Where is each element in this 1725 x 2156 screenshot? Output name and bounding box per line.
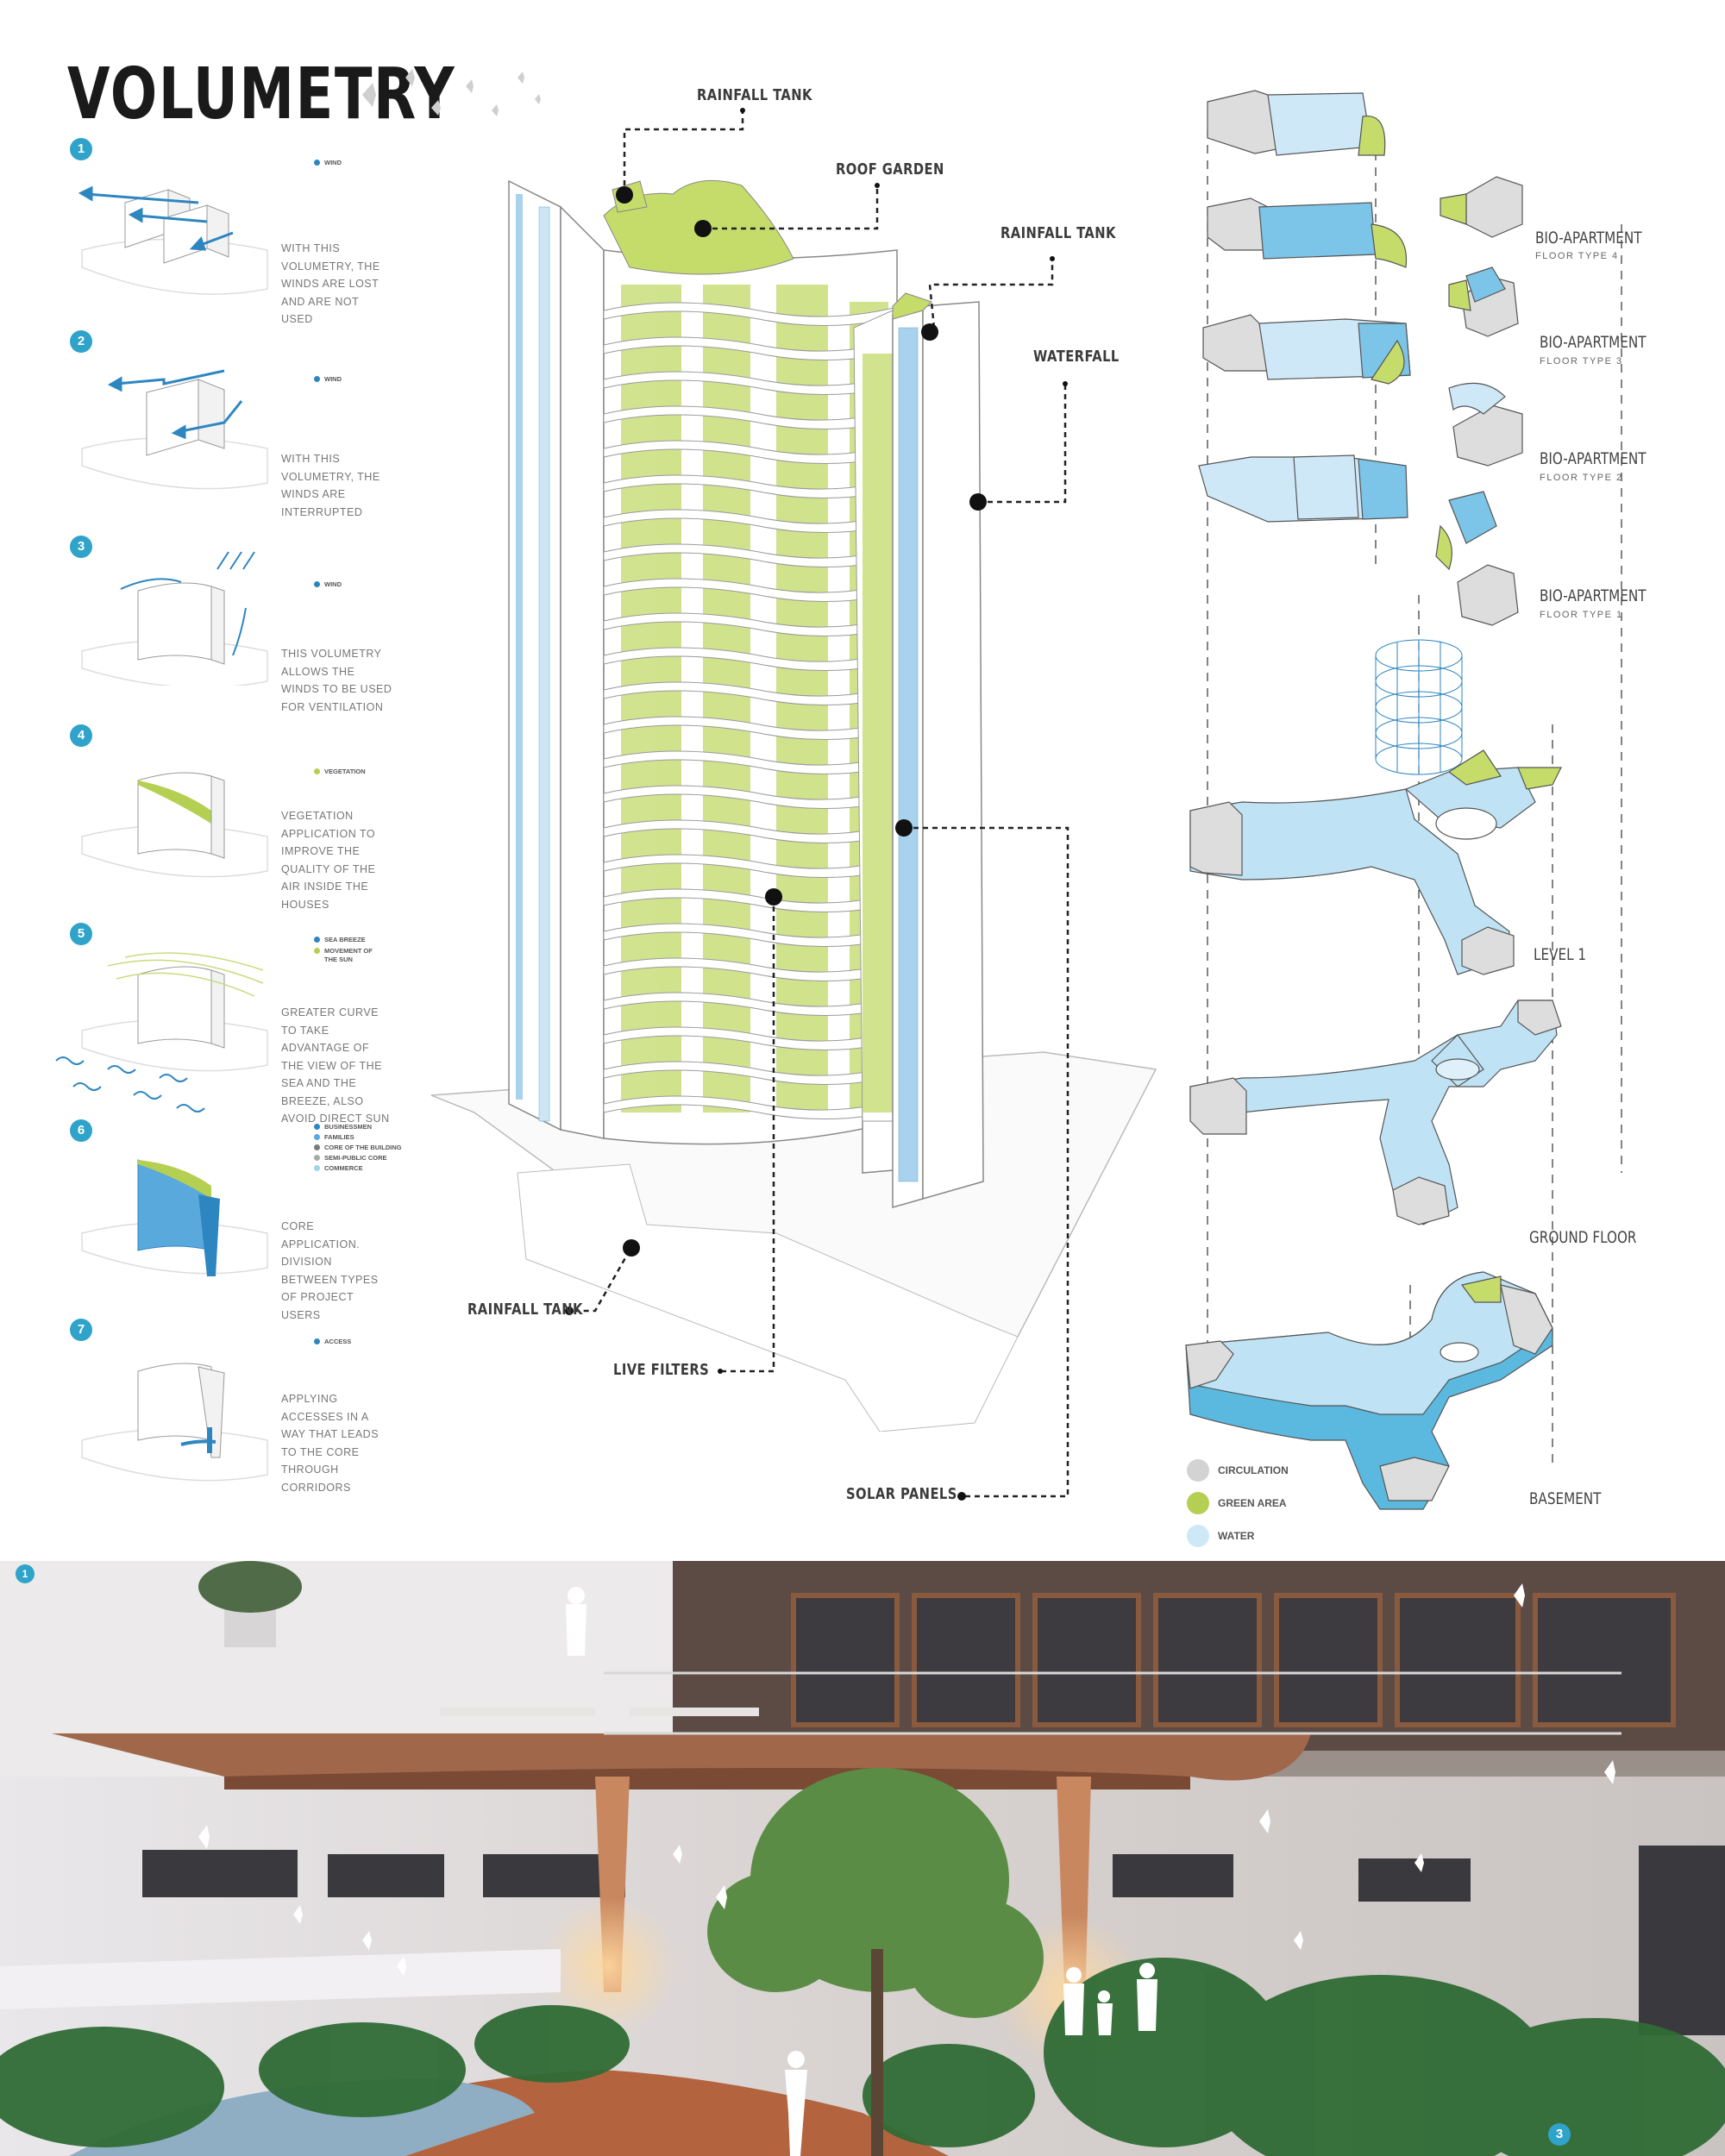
step-3-legend: WIND — [314, 580, 342, 589]
step-number-4: 4 — [70, 724, 92, 747]
label-rainfall-tank-top: RAINFALL TANK — [697, 86, 812, 104]
step-6-legend: BUSINESSMEN FAMILIES CORE OF THE BUILDIN… — [314, 1123, 409, 1173]
floor-type-3 — [1207, 197, 1519, 337]
basement-plan — [1185, 1271, 1553, 1510]
legend-dot — [314, 1155, 320, 1161]
label-live-filters: LIVE FILTERS — [613, 1361, 710, 1379]
legend-dot — [314, 581, 320, 587]
floor-label-ground: GROUND FLOOR — [1529, 1228, 1637, 1247]
label-roof-garden: ROOF GARDEN — [836, 160, 944, 179]
legend-green-area: GREEN AREA — [1187, 1492, 1289, 1514]
legend-item: COMMERCE — [314, 1164, 409, 1173]
label-rainfall-tank-bottom: RAINFALL TANK — [467, 1300, 583, 1319]
level-1-plan — [1189, 749, 1562, 975]
step-number-5: 5 — [70, 923, 92, 945]
legend-item: MOVEMENT OF THE SUN — [314, 947, 383, 964]
step-5-caption: GREATER CURVE TO TAKE ADVANTAGE OF THE V… — [281, 1006, 390, 1125]
legend-dot — [314, 1124, 320, 1130]
step-5-legend: SEA BREEZE MOVEMENT OF THE SUN — [314, 936, 383, 964]
floor-type-1 — [1198, 454, 1519, 626]
floor-sublabel-1: FLOOR TYPE 1 — [1540, 610, 1623, 620]
legend-dot — [314, 1134, 320, 1140]
step-number-3: 3 — [70, 536, 92, 558]
plan-legend: CIRCULATION GREEN AREA WATER — [1187, 1459, 1289, 1547]
floor-type-2 — [1202, 314, 1523, 467]
legend-swatch — [1187, 1525, 1209, 1547]
floor-label-3: BIO-APARTMENT — [1540, 333, 1647, 352]
legend-item: CORE OF THE BUILDING — [314, 1144, 409, 1152]
step-6-diagram — [81, 1159, 268, 1276]
step-4-legend: VEGETATION — [314, 768, 366, 776]
floor-label-2: BIO-APARTMENT — [1540, 449, 1647, 468]
legend-dot — [314, 1165, 320, 1171]
step-number-2: 2 — [70, 330, 92, 353]
step-1-legend: WIND — [314, 159, 342, 167]
ground-floor-plan — [1189, 1000, 1562, 1225]
render-number-1: 1 — [16, 1564, 34, 1583]
legend-dot — [314, 1338, 320, 1344]
legend-circulation: CIRCULATION — [1187, 1459, 1289, 1482]
legend-dot — [314, 768, 320, 774]
step-2-caption: WITH THIS VOLUMETRY, THE WINDS ARE INTER… — [281, 453, 380, 518]
floor-label-level-1: LEVEL 1 — [1534, 945, 1587, 964]
render-number-3: 3 — [1548, 2123, 1571, 2146]
legend-item: SEMI-PUBLIC CORE — [314, 1154, 409, 1163]
floor-sublabel-4: FLOOR TYPE 4 — [1535, 251, 1619, 261]
step-2-legend: WIND — [314, 375, 342, 384]
floor-sublabel-3: FLOOR TYPE 3 — [1540, 356, 1623, 367]
legend-dot — [314, 160, 320, 166]
label-waterfall: WATERFALL — [1033, 348, 1120, 366]
legend-dot — [314, 937, 320, 943]
step-7-caption: APPLYING ACCESSES IN A WAY THAT LEADS TO… — [281, 1393, 380, 1494]
step-number-6: 6 — [70, 1119, 92, 1142]
legend-swatch — [1187, 1492, 1209, 1514]
courtyard-render-image — [0, 1561, 1725, 2156]
step-5-diagram — [55, 952, 268, 1112]
legend-dot — [314, 1144, 320, 1150]
floor-label-4: BIO-APARTMENT — [1535, 229, 1642, 248]
core-cylinder — [1375, 639, 1463, 775]
page-title: VOLUMETRY — [67, 53, 456, 135]
legend-swatch — [1187, 1459, 1209, 1482]
step-number-1: 1 — [70, 138, 92, 160]
courtyard-render — [0, 1561, 1725, 2156]
step-7-legend: ACCESS — [314, 1338, 351, 1346]
legend-item: SEA BREEZE — [314, 936, 383, 944]
step-6-caption: CORE APPLICATION. DIVISION BETWEEN TYPES… — [281, 1220, 379, 1321]
step-1-caption: WITH THIS VOLUMETRY, THE WINDS ARE LOST … — [281, 242, 380, 325]
legend-dot — [314, 376, 320, 382]
step-3-diagram — [81, 551, 268, 686]
legend-water: WATER — [1187, 1525, 1289, 1547]
tower-illustration — [430, 179, 1157, 1432]
label-solar-panels: SOLAR PANELS — [846, 1485, 957, 1503]
floor-label-1: BIO-APARTMENT — [1540, 586, 1647, 605]
butterflies-decoration — [362, 69, 541, 116]
floor-plans-exploded — [1185, 90, 1622, 1510]
floor-label-basement: BASEMENT — [1529, 1489, 1602, 1508]
step-4-diagram — [81, 772, 268, 878]
step-number-7: 7 — [70, 1319, 92, 1341]
step-1-diagram — [78, 185, 268, 295]
step-2-diagram — [81, 369, 268, 490]
step-7-diagram — [81, 1363, 268, 1482]
floor-type-4 — [1207, 90, 1523, 238]
step-3-caption: THIS VOLUMETRY ALLOWS THE WINDS TO BE US… — [281, 648, 392, 713]
label-rainfall-tank-right: RAINFALL TANK — [1000, 224, 1116, 242]
legend-dot — [314, 948, 320, 954]
floor-sublabel-2: FLOOR TYPE 2 — [1540, 473, 1623, 483]
legend-item: FAMILIES — [314, 1133, 409, 1142]
step-4-caption: VEGETATION APPLICATION TO IMPROVE THE QU… — [281, 810, 376, 911]
legend-item: BUSINESSMEN — [314, 1123, 409, 1131]
